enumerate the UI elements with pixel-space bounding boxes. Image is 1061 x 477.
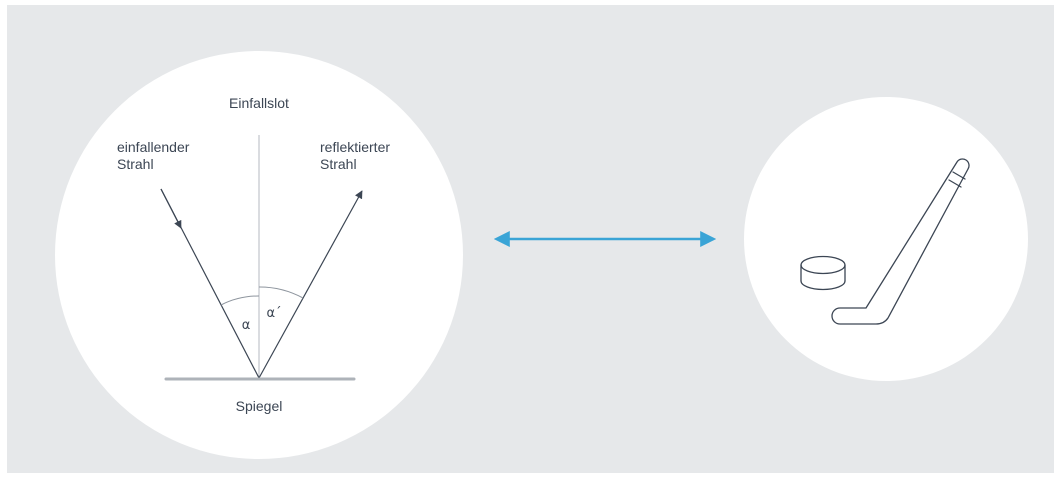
reflected-label-line-2: Strahl xyxy=(320,156,357,172)
incident-label: einfallender Strahl xyxy=(117,139,193,172)
reflected-label-line-1: reflektierter xyxy=(320,139,390,155)
angle-in-label: α xyxy=(242,318,251,333)
incident-label-line-1: einfallender xyxy=(117,139,190,155)
hockey-stick-icon xyxy=(831,158,970,325)
mirror-label: Spiegel xyxy=(236,398,283,414)
hockey-circle xyxy=(744,97,1028,381)
normal-label: Einfallslot xyxy=(229,95,289,111)
incident-label-line-2: Strahl xyxy=(117,156,154,172)
hockey-circle-bg xyxy=(744,97,1028,381)
hockey-stick-and-puck-icon xyxy=(800,158,970,325)
reflected-label: reflektierter Strahl xyxy=(320,139,394,172)
reflection-circle: Einfallslot einfallender Strahl reflekti… xyxy=(55,51,463,459)
angle-out-label: α´ xyxy=(266,306,281,321)
reflected-ray xyxy=(258,190,363,379)
angle-in-arc xyxy=(220,295,260,306)
puck-icon xyxy=(800,255,846,291)
angle-out-arc xyxy=(258,286,304,299)
incident-ray-arrow xyxy=(160,188,182,229)
